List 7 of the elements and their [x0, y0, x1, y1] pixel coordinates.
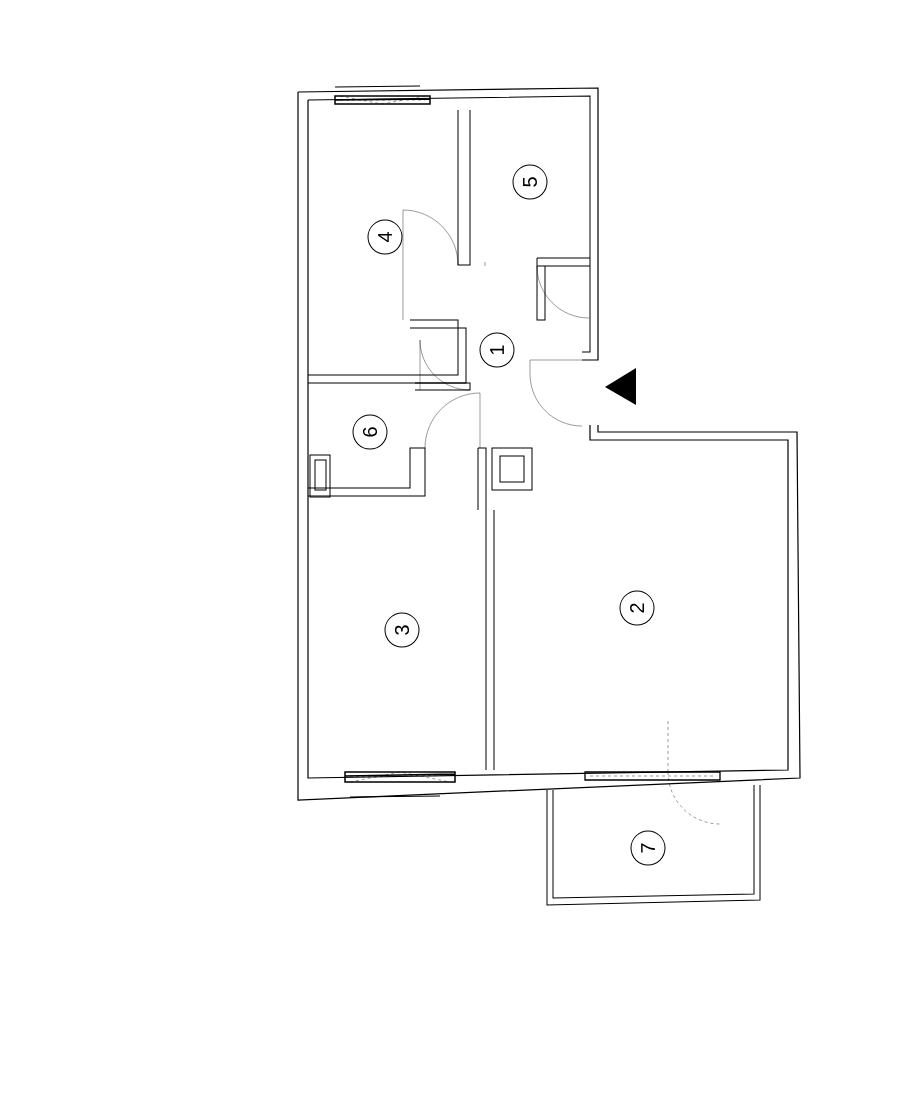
callout-number: 4	[367, 219, 403, 255]
callout-number: 3	[384, 612, 420, 648]
callout-number: 2	[619, 590, 655, 626]
callout-number: 7	[630, 830, 666, 866]
callout-number: 6	[352, 414, 388, 450]
callout-number: 1	[479, 332, 515, 368]
callout-number: 5	[512, 164, 548, 200]
